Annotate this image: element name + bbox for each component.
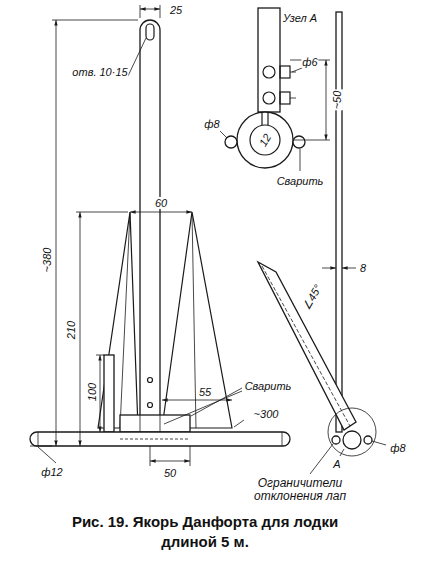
dimension-lines-part <box>76 212 128 213</box>
anchor-side-view-part <box>336 12 342 432</box>
dimension-lines-part <box>130 212 192 213</box>
dimension-lines-part <box>52 20 138 21</box>
detail-a-part <box>261 112 262 125</box>
detail-a-part <box>294 140 330 141</box>
dimension-label: ~380 <box>41 247 53 274</box>
anchor-side-view-part <box>364 436 372 444</box>
anchor-front-view-part <box>192 212 196 428</box>
anchor-front-view-part <box>140 20 160 432</box>
dimension-lines-part <box>140 9 160 10</box>
diameter-label: ф6 <box>301 56 318 68</box>
diameter-label: ф8 <box>203 118 220 130</box>
detail-a-part <box>293 136 305 148</box>
anchor-side-view-part <box>322 268 336 269</box>
anchor-front-view-part <box>160 415 161 432</box>
anchor-side-view-part <box>342 268 356 269</box>
anchor-side-view-part <box>328 408 376 456</box>
anchor-front-view-part <box>148 403 153 408</box>
detail-marker: А <box>332 458 341 470</box>
dimension-lines-part <box>56 20 57 446</box>
detail-a-part <box>263 92 275 104</box>
anchor-front-view-part <box>38 432 39 446</box>
dimension-label: 25 <box>169 4 183 16</box>
dimension-label: 55 <box>198 386 212 398</box>
detail-a-part <box>280 92 290 104</box>
detail-a-part <box>258 8 280 112</box>
dimension-label: 210 <box>65 320 77 340</box>
detail-a-part <box>292 68 302 72</box>
dimension-lines-part <box>190 446 191 466</box>
anchor-front-view-part <box>162 212 232 428</box>
anchor-front-view-part <box>140 415 141 432</box>
angle-label: ∠45° <box>300 282 325 313</box>
dimension-lines-part <box>100 355 101 432</box>
dimension-label: ~300 <box>253 408 280 420</box>
anchor-side-view-part <box>340 449 344 456</box>
dimension-label: 100 <box>86 382 98 402</box>
anchor-front-view-part <box>120 212 130 428</box>
detail-a-part <box>290 98 296 99</box>
anchor-side-view-part <box>332 436 340 444</box>
detail-title: Узел А <box>282 12 318 24</box>
diameter-label: ф12 <box>40 466 63 478</box>
dimension-lines-part <box>160 5 161 18</box>
anchor-side-view-part <box>262 266 350 426</box>
anchor-side-view-part <box>258 262 356 430</box>
stop-note: Ограничители отклонения лап <box>244 477 356 503</box>
dimension-label: ~50 <box>331 90 343 111</box>
detail-a-part <box>300 149 301 171</box>
anchor-side-view <box>258 12 386 474</box>
weld-note: Сварить <box>276 175 325 187</box>
dimension-lines-part <box>150 461 190 462</box>
dimension-lines-part <box>38 447 56 463</box>
dimension-label: 60 <box>154 197 168 209</box>
anchor-side-view-part <box>343 431 361 449</box>
weld-note: Сварить <box>244 380 293 392</box>
anchor-front-view-part <box>120 439 190 440</box>
dimension-lines-part <box>80 212 81 446</box>
figure-caption: Рис. 19. Якорь Данфорта для лодки длиной… <box>60 512 350 553</box>
dimension-label: 8 <box>359 262 367 274</box>
anchor-front-view-part <box>30 432 290 446</box>
dimension-lines-part <box>140 5 141 18</box>
detail-a-part <box>280 66 290 78</box>
anchor-side-view-part <box>372 441 386 445</box>
dimension-lines-part <box>150 446 151 466</box>
anchor-front-view-part <box>146 24 154 40</box>
dimension-lines <box>30 5 244 466</box>
dimension-label: 50 <box>163 467 177 479</box>
detail-a-part <box>220 131 227 138</box>
detail-a-part <box>250 125 280 155</box>
detail-a-part <box>237 112 293 168</box>
hole-note: отв. 10·15 <box>71 66 128 78</box>
detail-a-part <box>263 66 275 78</box>
detail-a-part <box>326 60 327 140</box>
anchor-front-view-part <box>148 378 153 383</box>
anchor-front-view-part <box>104 355 114 432</box>
detail-a <box>220 8 330 171</box>
diameter-label: ф8 <box>389 442 406 454</box>
dimension-lines-part <box>234 420 244 427</box>
dimension-lines-part <box>30 446 52 447</box>
dimension-lines-part <box>128 38 146 76</box>
anchor-front-view-part <box>282 432 283 446</box>
anchor-side-view-part <box>310 444 333 474</box>
detail-a-part <box>267 112 268 125</box>
